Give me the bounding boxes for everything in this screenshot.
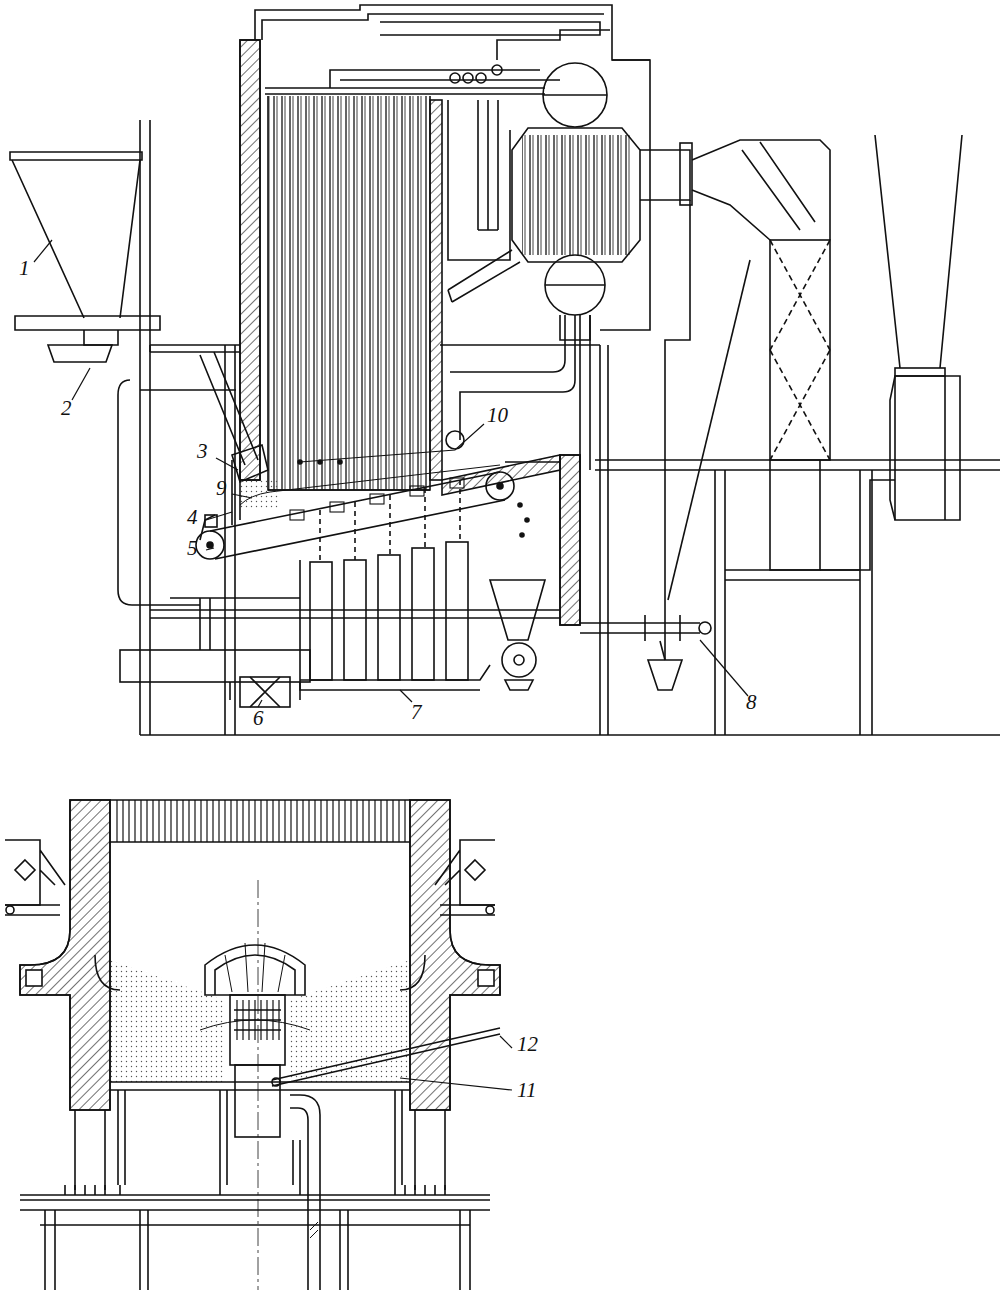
callout-number: 12 bbox=[516, 1034, 539, 1055]
callout-number: 4 bbox=[186, 507, 199, 528]
callout-number: 7 bbox=[410, 702, 423, 723]
callout-number: 9 bbox=[215, 478, 228, 499]
callout-number: 8 bbox=[745, 692, 758, 713]
callout-number: 11 bbox=[516, 1080, 537, 1101]
callout-number: 10 bbox=[486, 405, 509, 426]
callout-number: 5 bbox=[186, 538, 199, 559]
callout-number: 3 bbox=[196, 441, 209, 462]
callout-number: 1 bbox=[18, 258, 31, 279]
callout-number: 6 bbox=[252, 708, 265, 729]
callout-number: 2 bbox=[60, 398, 73, 419]
